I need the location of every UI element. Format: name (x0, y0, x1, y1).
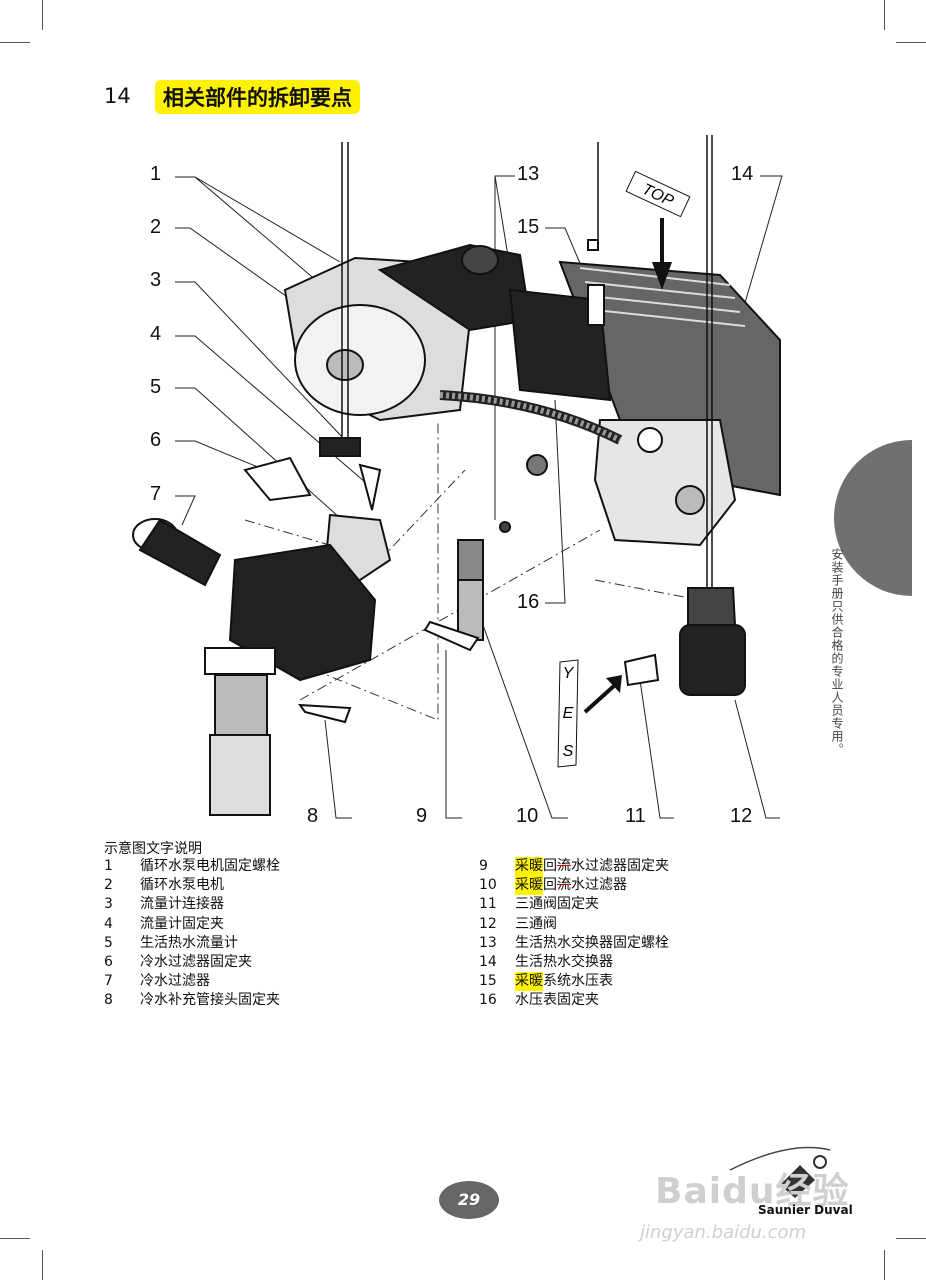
callout-7: 7 (150, 483, 162, 505)
chapter-tab (834, 440, 912, 596)
crop-mark (884, 1250, 885, 1280)
page-number: 29 (457, 1190, 481, 1209)
section-number: 14 (104, 84, 131, 108)
watermark-url: jingyan.baidu.com (640, 1222, 807, 1243)
crop-mark (896, 1238, 926, 1239)
callout-9: 9 (416, 805, 428, 827)
crop-mark (0, 42, 30, 43)
crop-mark (42, 1250, 43, 1280)
callout-10: 10 (516, 805, 539, 827)
callout-4: 4 (150, 323, 162, 345)
crop-mark (884, 0, 885, 30)
brand-logo-icon (780, 1165, 815, 1198)
legend-heading: 示意图文字说明 (104, 841, 202, 857)
callout-5: 5 (150, 376, 162, 398)
crop-mark (896, 42, 926, 43)
footer-graphics (439, 1146, 831, 1219)
callout-8: 8 (307, 805, 319, 827)
callout-2: 2 (150, 216, 162, 238)
callout-1: 1 (150, 163, 162, 185)
callout-15: 15 (517, 216, 540, 238)
callout-13: 13 (517, 163, 540, 185)
svg-text:Y: Y (563, 665, 575, 682)
svg-text:E: E (563, 705, 574, 722)
brand-name: Saunier Duval (758, 1203, 853, 1217)
yes-marker: Y E S (557, 659, 622, 768)
callout-12: 12 (730, 805, 753, 827)
callout-11: 11 (625, 805, 646, 827)
callout-16: 16 (517, 591, 540, 613)
callout-3: 3 (150, 269, 162, 291)
callout-6: 6 (150, 429, 162, 451)
section-title: 相关部件的拆卸要点 (155, 80, 360, 114)
exploded-parts-diagram: TOP (132, 135, 912, 819)
crop-mark (42, 0, 43, 30)
side-note: 安装手册只供合格的专业人员专用。 (830, 548, 844, 756)
watermark: Baidu经验 (655, 1171, 850, 1212)
callout-14: 14 (731, 163, 754, 185)
crop-mark (0, 1238, 30, 1239)
svg-text:S: S (563, 743, 574, 760)
